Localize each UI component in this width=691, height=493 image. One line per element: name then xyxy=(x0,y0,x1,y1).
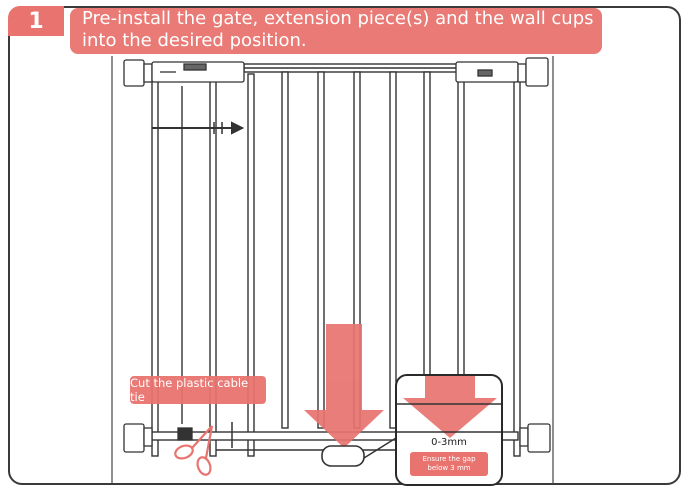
cut-cable-tie-callout: Cut the plastic cable tie xyxy=(130,376,266,404)
ensure-line-2: below 3 mm xyxy=(427,464,471,472)
arrow-right-icon xyxy=(152,121,245,135)
step-number-badge: 1 xyxy=(8,6,64,36)
ensure-line-1: Ensure the gap xyxy=(422,455,476,463)
top-left-wall-cup xyxy=(123,59,245,87)
instruction-line-1: Pre-install the gate, extension piece(s)… xyxy=(82,8,594,29)
ensure-gap-badge: Ensure the gap below 3 mm xyxy=(410,452,488,476)
instruction-line-2: into the desired position. xyxy=(82,30,307,51)
instruction-banner xyxy=(70,8,602,54)
zoom-connector-line xyxy=(363,437,397,459)
bottom-left-wall-cup xyxy=(123,423,193,453)
top-right-wall-cup xyxy=(455,57,549,87)
zoom-arrow xyxy=(397,376,501,438)
arrow-down-icon xyxy=(304,324,384,448)
bottom-right-wall-cup xyxy=(519,423,551,453)
instruction-text: Pre-install the gate, extension piece(s)… xyxy=(82,8,602,52)
gate-bars xyxy=(281,71,431,429)
scissors-icon xyxy=(174,425,214,476)
gate-top-bar xyxy=(243,63,459,73)
instruction-frame xyxy=(8,6,681,485)
gap-highlight-circle xyxy=(321,445,365,467)
gap-range-label: 0-3mm xyxy=(431,437,467,448)
